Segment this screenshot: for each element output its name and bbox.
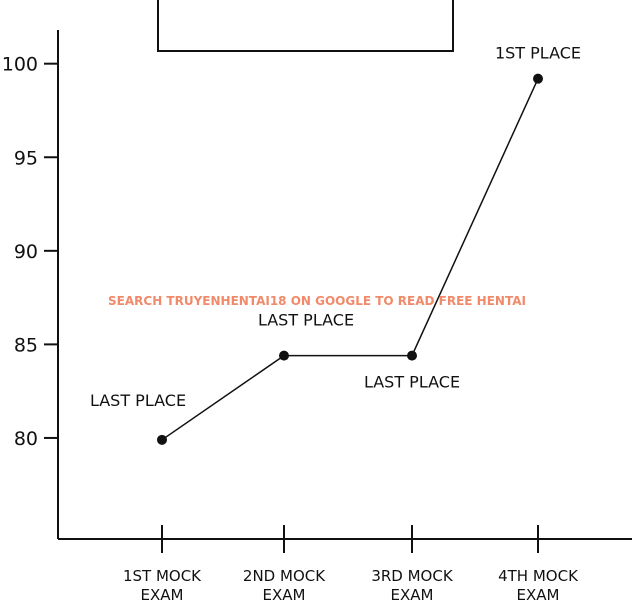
y-tick-label: 80: [14, 428, 38, 450]
point-annotation: 1ST PLACE: [495, 44, 581, 63]
y-tick-label: 85: [14, 334, 38, 356]
data-point: [533, 73, 543, 84]
y-tick-label: 90: [14, 241, 38, 263]
x-tick-label: EXAM: [141, 586, 184, 603]
point-annotation: LAST PLACE: [258, 311, 354, 330]
empty-legend-box: [157, 0, 454, 52]
x-tick-label: 3RD MOCK: [371, 567, 454, 585]
series-path: [161, 78, 539, 441]
x-tick-label: 1ST MOCK: [123, 567, 202, 585]
data-point: [279, 350, 289, 361]
x-tick-label: EXAM: [391, 586, 434, 603]
watermark-text: SEARCH TRUYENHENTAI18 ON GOOGLE TO READ …: [108, 294, 526, 308]
y-ticks: 80 85 90 95 100: [2, 54, 58, 450]
y-tick-label: 100: [2, 54, 38, 76]
y-tick-label: 95: [14, 147, 38, 169]
x-tick-label: EXAM: [263, 586, 306, 603]
point-annotation: LAST PLACE: [90, 391, 186, 410]
data-point: [157, 434, 167, 445]
point-labels: LAST PLACE LAST PLACE LAST PLACE 1ST PLACE: [90, 44, 581, 410]
data-point: [407, 350, 417, 361]
x-tick-label: 2ND MOCK: [243, 567, 326, 585]
series-line: [157, 73, 543, 445]
x-tick-label: 4TH MOCK: [498, 567, 579, 585]
point-annotation: LAST PLACE: [364, 373, 460, 392]
x-tick-label: EXAM: [517, 586, 560, 603]
